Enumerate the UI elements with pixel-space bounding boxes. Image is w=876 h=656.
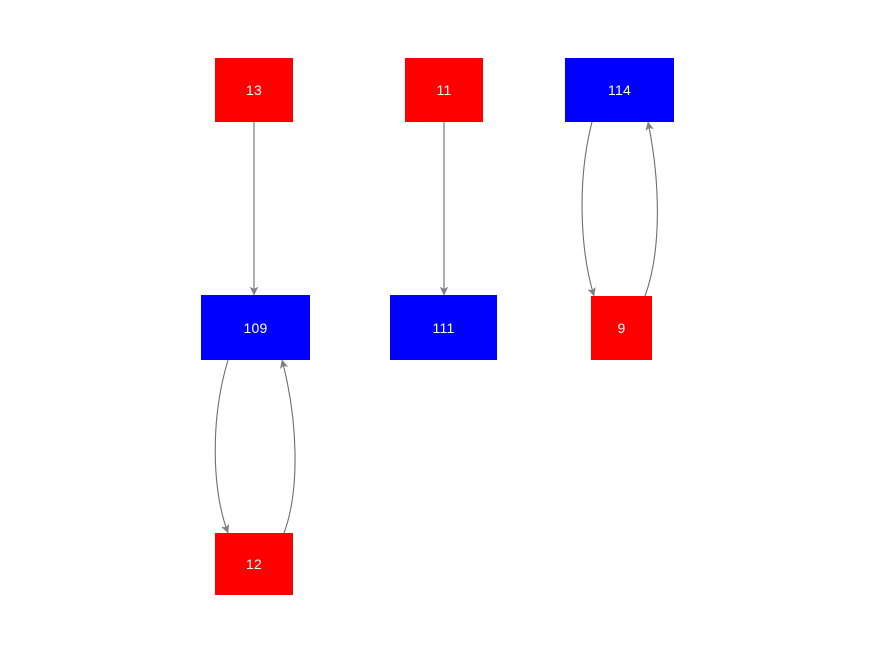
graph-node-114[interactable]: 114 [565, 58, 674, 122]
graph-edge-12-to-109 [280, 359, 296, 534]
graph-node-13[interactable]: 13 [215, 58, 293, 122]
node-label: 13 [246, 82, 262, 98]
graph-node-11[interactable]: 11 [405, 58, 483, 122]
graph-edge-114-to-9 [581, 121, 596, 297]
node-label: 11 [436, 82, 452, 98]
graph-node-12[interactable]: 12 [215, 533, 293, 595]
node-label: 111 [432, 319, 455, 336]
node-label: 12 [246, 556, 262, 572]
node-label: 109 [243, 319, 268, 336]
graph-node-9[interactable]: 9 [591, 296, 652, 360]
node-label: 114 [608, 82, 631, 98]
graph-node-111[interactable]: 111 [390, 295, 497, 360]
node-label: 9 [617, 320, 626, 336]
graph-edge-109-to-12 [214, 359, 230, 534]
graph-node-109[interactable]: 109 [201, 295, 310, 360]
graph-edge-9-to-114 [644, 121, 658, 297]
